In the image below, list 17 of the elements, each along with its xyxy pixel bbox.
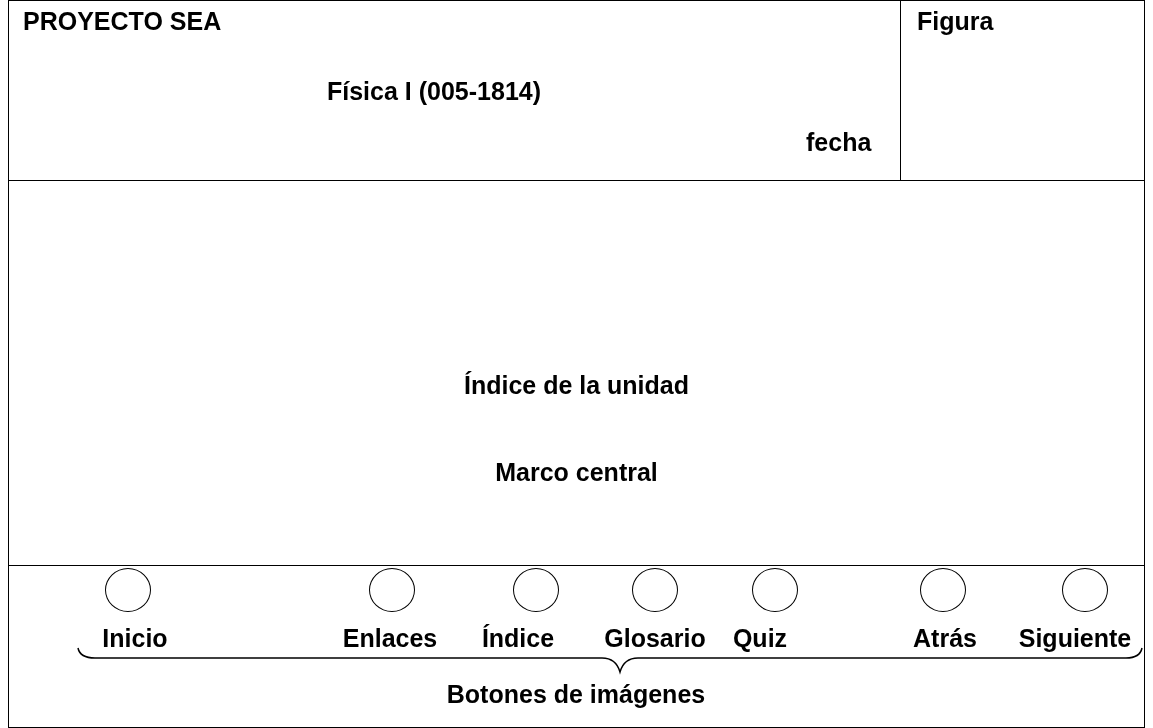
central-frame-label: Marco central <box>495 458 658 487</box>
button-label: Quiz <box>732 624 788 653</box>
button-label: Índice <box>481 624 555 653</box>
figure-panel <box>900 0 1145 181</box>
unit-index-heading: Índice de la unidad <box>464 371 689 400</box>
button-label: Enlaces <box>342 624 438 653</box>
button-label: Inicio <box>102 624 168 653</box>
figure-label: Figura <box>917 7 994 36</box>
header-panel <box>8 0 901 181</box>
course-title: Física I (005-1814) <box>327 77 541 106</box>
button-label: Siguiente <box>1018 624 1132 653</box>
button-label: Atrás <box>913 624 977 653</box>
project-title: PROYECTO SEA <box>23 7 222 36</box>
central-frame-panel <box>8 180 1145 566</box>
button-label: Glosario <box>604 624 706 653</box>
date-label: fecha <box>806 128 872 157</box>
brace-label: Botones de imágenes <box>446 680 706 709</box>
